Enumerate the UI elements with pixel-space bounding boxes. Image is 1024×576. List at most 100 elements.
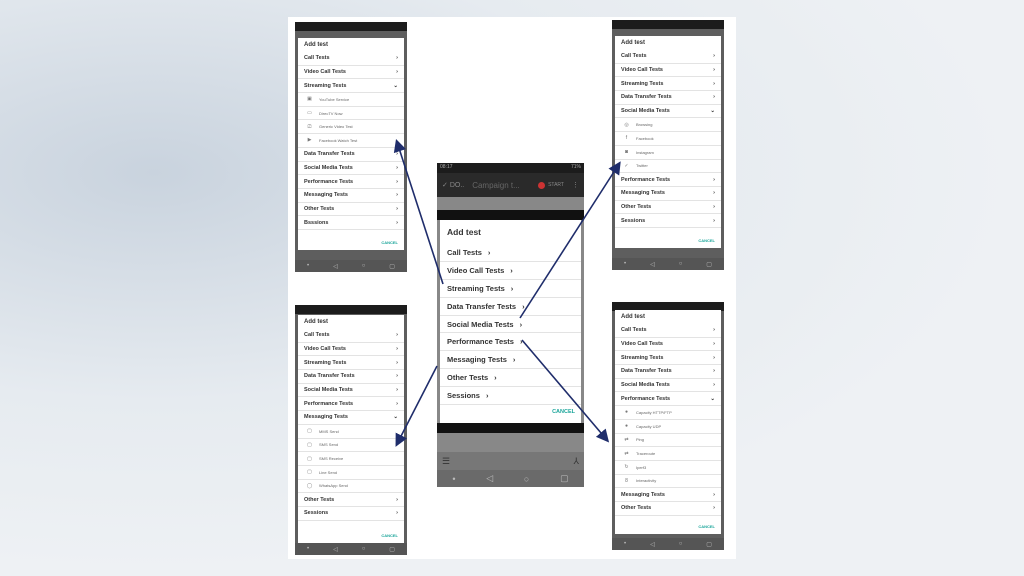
- recents-icon[interactable]: ▢: [560, 473, 569, 483]
- test-category-item[interactable]: Performance Tests›: [298, 175, 404, 189]
- test-subitem[interactable]: ▢MMS Send: [298, 425, 404, 439]
- test-category-item[interactable]: Social Media Tests›: [440, 316, 581, 334]
- test-subitem[interactable]: ✓Twitter: [615, 160, 721, 174]
- home-icon[interactable]: ○: [361, 263, 366, 269]
- test-category-item[interactable]: Video Call Tests›: [615, 64, 721, 78]
- test-category-item[interactable]: Streaming Tests›: [615, 351, 721, 366]
- test-category-item[interactable]: Streaming Tests⌄: [298, 79, 404, 94]
- test-category-item[interactable]: Performance Tests›: [298, 397, 404, 412]
- test-category-item[interactable]: Messaging Tests⌄: [298, 411, 404, 425]
- subitem-label: Facebook: [636, 135, 654, 141]
- test-subitem[interactable]: ●Capacity HTTP/FTP: [615, 406, 721, 420]
- test-category-item[interactable]: Video Call Tests›: [298, 343, 404, 357]
- test-subitem[interactable]: ◙Instagram: [615, 146, 721, 160]
- category-label: Video Call Tests: [304, 346, 346, 353]
- test-category-item[interactable]: Other Tests›: [298, 493, 404, 507]
- test-category-item[interactable]: Messaging Tests›: [615, 187, 721, 201]
- home-icon[interactable]: ○: [678, 261, 683, 267]
- test-category-item[interactable]: Video Call Tests›: [615, 338, 721, 352]
- test-category-item[interactable]: Call Tests›: [615, 324, 721, 338]
- test-subitem[interactable]: ◎Browsing: [615, 118, 721, 133]
- test-category-item[interactable]: Video Call Tests›: [440, 262, 581, 280]
- test-category-item[interactable]: Other Tests›: [298, 203, 404, 217]
- test-category-item[interactable]: Sessions›: [298, 507, 404, 521]
- test-category-item[interactable]: Other Tests›: [615, 502, 721, 516]
- test-category-item[interactable]: Call Tests›: [298, 329, 404, 343]
- test-category-item[interactable]: Social Media Tests›: [298, 384, 404, 398]
- test-category-item[interactable]: Sessions›: [615, 214, 721, 228]
- menu-icon[interactable]: ☰: [442, 455, 451, 466]
- test-category-item[interactable]: Data Transfer Tests›: [298, 370, 404, 384]
- recents-icon[interactable]: ▢: [389, 263, 395, 270]
- share-icon[interactable]: ⅄: [573, 455, 580, 466]
- test-subitem[interactable]: ▣YouTube Service: [298, 93, 404, 107]
- test-category-item[interactable]: Other Tests›: [440, 369, 581, 388]
- campaign-title: Campaign t...: [472, 180, 520, 190]
- home-icon[interactable]: ○: [678, 541, 683, 547]
- test-subitem[interactable]: ▭DirecTV Now: [298, 107, 404, 121]
- back-icon[interactable]: ◁: [333, 263, 338, 270]
- test-category-item[interactable]: Performance Tests›: [615, 173, 721, 187]
- cancel-button[interactable]: CANCEL: [552, 409, 575, 415]
- test-category-item[interactable]: Social Media Tests›: [298, 162, 404, 176]
- more-icon[interactable]: ⋮: [572, 182, 579, 189]
- test-subitem[interactable]: ◯WhatsApp Send: [298, 480, 404, 494]
- cancel-button[interactable]: CANCEL: [698, 238, 715, 243]
- test-category-item[interactable]: Streaming Tests›: [298, 356, 404, 371]
- chevron-right-icon: ›: [713, 190, 715, 197]
- category-label: Call Tests: [304, 332, 330, 339]
- test-category-item[interactable]: Social Media Tests⌄: [615, 105, 721, 119]
- test-category-item[interactable]: Streaming Tests›: [440, 280, 581, 298]
- back-icon[interactable]: ◁: [650, 261, 655, 268]
- test-category-item[interactable]: Sessions›: [440, 387, 581, 406]
- test-subitem[interactable]: ▢Line Send: [298, 466, 404, 480]
- test-subitem[interactable]: ↻Iperf3: [615, 461, 721, 475]
- recents-icon[interactable]: ▢: [389, 546, 395, 553]
- category-label: Data Transfer Tests: [304, 151, 355, 158]
- test-subitem[interactable]: ▢SMS Send: [298, 439, 404, 453]
- home-icon[interactable]: ○: [361, 546, 366, 552]
- cancel-button[interactable]: CANCEL: [381, 533, 398, 538]
- center-phone: 08:17 71% ✓ DO.. Campaign t... START ⋮ A…: [437, 163, 584, 487]
- chevron-right-icon: ›: [485, 391, 489, 401]
- test-category-item[interactable]: Performance Tests⌄: [615, 392, 721, 407]
- bottom-toolbar: ☰⅄: [437, 452, 584, 470]
- test-category-item[interactable]: Messaging Tests›: [440, 351, 581, 370]
- back-icon[interactable]: ◁: [486, 473, 494, 483]
- test-subitem[interactable]: ⇄Traceroute: [615, 447, 721, 461]
- back-icon[interactable]: ◁: [650, 541, 655, 548]
- test-category-item[interactable]: Messaging Tests›: [298, 189, 404, 203]
- test-category-item[interactable]: Video Call Tests›: [298, 66, 404, 80]
- home-icon[interactable]: ○: [523, 473, 530, 484]
- test-subitem[interactable]: ●Capacity UDP: [615, 420, 721, 434]
- test-category-item[interactable]: Messaging Tests›: [615, 488, 721, 502]
- start-button[interactable]: START: [538, 181, 564, 189]
- test-category-item[interactable]: Performance Tests›: [440, 333, 581, 352]
- test-category-item[interactable]: Social Media Tests›: [615, 379, 721, 393]
- category-label: Social Media Tests: [304, 164, 353, 171]
- back-icon[interactable]: ◁: [333, 546, 338, 553]
- test-category-item[interactable]: Call Tests›: [615, 50, 721, 64]
- test-subitem[interactable]: ▢SMS Receive: [298, 452, 404, 466]
- recents-icon[interactable]: ▢: [706, 541, 712, 548]
- test-category-item[interactable]: Call Tests›: [298, 52, 404, 66]
- test-subitem[interactable]: ⎚Generic Video Test: [298, 120, 404, 135]
- test-category-item[interactable]: Call Tests›: [440, 244, 581, 262]
- test-category-item[interactable]: Data Transfer Tests›: [615, 91, 721, 105]
- chevron-right-icon: ›: [522, 301, 525, 311]
- test-subitem[interactable]: ⇄Ping: [615, 434, 721, 448]
- category-label: Messaging Tests: [304, 192, 348, 199]
- done-button[interactable]: ✓ DO..: [442, 182, 465, 189]
- test-category-item[interactable]: Data Transfer Tests›: [615, 365, 721, 379]
- test-category-item[interactable]: Other Tests›: [615, 201, 721, 215]
- recents-icon[interactable]: ▢: [706, 261, 712, 268]
- test-subitem[interactable]: ▶Facebook Watch Test: [298, 134, 404, 148]
- cancel-button[interactable]: CANCEL: [698, 524, 715, 529]
- test-category-item[interactable]: Bsssions›: [298, 216, 404, 230]
- test-category-item[interactable]: Data Transfer Tests›: [298, 148, 404, 162]
- test-category-item[interactable]: Streaming Tests›: [615, 77, 721, 92]
- cancel-button[interactable]: CANCEL: [381, 240, 398, 245]
- test-category-item[interactable]: Data Transfer Tests›: [440, 298, 581, 316]
